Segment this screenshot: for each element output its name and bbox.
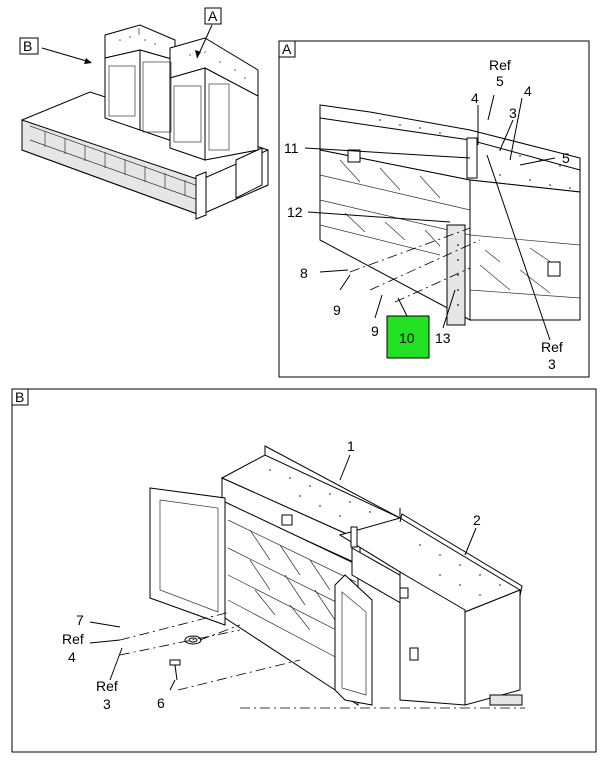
label-10: 10: [399, 330, 415, 346]
detail-a-frame-label: A: [282, 41, 292, 57]
label-12: 12: [287, 204, 303, 220]
callout-a-label: A: [208, 8, 218, 24]
callout-a-box: [204, 7, 222, 25]
detail-b-panel: B: [11, 388, 597, 753]
label-ref4-num: 4: [68, 649, 76, 665]
label-11: 11: [284, 140, 299, 156]
label-4-right: 4: [524, 83, 532, 99]
label-8: 8: [300, 265, 308, 281]
label-ref3-num-b: 3: [103, 696, 111, 712]
label-ref3-top: Ref: [541, 339, 563, 355]
detail-a-illustration: [319, 104, 581, 326]
label-ref3-num: 3: [548, 356, 556, 372]
label-ref3-top-b: Ref: [96, 678, 118, 694]
detail-b-illustration: [119, 454, 525, 709]
label-6: 6: [157, 695, 165, 711]
label-4-left: 4: [471, 90, 479, 106]
overview-illustration: A B: [19, 7, 269, 220]
label-9-b: 9: [371, 323, 379, 339]
label-1: 1: [347, 438, 355, 454]
detail-a-panel: A: [278, 40, 590, 378]
label-ref5-num: 5: [496, 73, 504, 89]
label-ref4-top: Ref: [62, 631, 84, 647]
label-2: 2: [473, 512, 481, 528]
label-13: 13: [435, 330, 451, 346]
label-3: 3: [509, 105, 517, 121]
label-10-highlight: [386, 315, 430, 359]
label-9-a: 9: [333, 302, 341, 318]
label-7: 7: [76, 612, 84, 628]
label-5: 5: [562, 150, 570, 166]
callout-b-box: [19, 37, 39, 55]
label-ref5-top: Ref: [489, 57, 511, 73]
detail-b-leaders: [89, 445, 523, 691]
detail-a-leaders: [304, 94, 556, 341]
callout-b-label: B: [23, 38, 32, 54]
detail-b-frame-label: B: [15, 389, 24, 405]
